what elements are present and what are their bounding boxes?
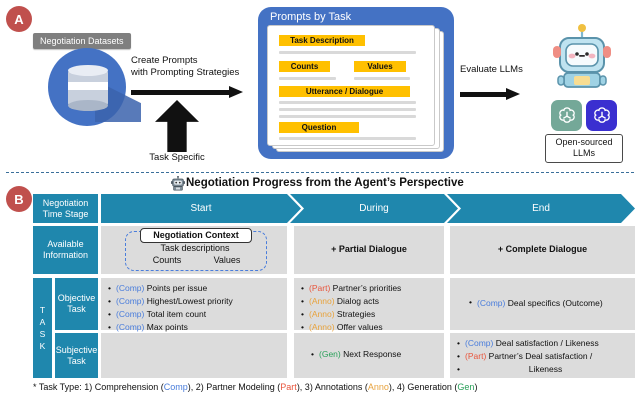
footnote-tag-part: Part xyxy=(280,382,297,392)
row-label-subjective-task: Subjective Task xyxy=(55,333,98,378)
negotiation-context-values: Values xyxy=(213,255,241,265)
dataset-label: Negotiation Datasets xyxy=(33,33,131,49)
cell-objective-end: (Comp) Deal specifics (Outcome) xyxy=(450,278,635,330)
prompt-field-values: Values xyxy=(354,61,406,72)
objective-start-list: (Comp) Points per issue (Comp) Highest/L… xyxy=(107,283,287,334)
prompt-field-task-description: Task Description xyxy=(279,35,365,46)
row-label-time-stage: Negotiation Time Stage xyxy=(33,194,98,223)
panel-b-badge: B xyxy=(6,186,32,212)
stage-header-during[interactable]: During xyxy=(290,194,458,223)
evaluate-llms-arrow-icon xyxy=(460,88,522,100)
cell-objective-during: (Part) Partner’s priorities (Anno) Dialo… xyxy=(294,278,444,333)
footnote-tag-comp: Comp xyxy=(163,382,188,392)
negotiation-context-counts: Counts xyxy=(152,255,182,265)
create-prompts-arrow-icon xyxy=(131,86,249,98)
list-item: (Comp) Total item count xyxy=(107,309,287,321)
open-sourced-llms-label: Open-sourced LLMs xyxy=(545,134,623,163)
panel-a-badge: A xyxy=(6,6,32,32)
create-prompts-line1: Create Prompts xyxy=(131,55,198,66)
cell-subjective-start xyxy=(101,333,287,378)
row-label-objective-l2: Task xyxy=(67,304,86,314)
cell-subjective-during: (Gen) Next Response xyxy=(294,333,444,378)
open-sourced-llms-line2: LLMs xyxy=(572,148,595,158)
footnote-tag-gen: Gen xyxy=(457,382,475,392)
subjective-during-list: (Gen) Next Response xyxy=(310,349,401,362)
row-label-objective-l1: Objective xyxy=(57,293,96,303)
panel-b-title: Negotiation Progress from the Agent’s Pe… xyxy=(186,177,464,189)
list-item: (Anno) Offer values xyxy=(300,322,444,334)
robot-icon xyxy=(553,24,611,88)
footnote: * Task Type: 1) Comprehension (Comp), 2)… xyxy=(33,382,478,392)
objective-end-list: (Comp) Deal specifics (Outcome) xyxy=(468,297,603,311)
row-label-available-l2: Information xyxy=(42,250,89,260)
stage-header-start[interactable]: Start xyxy=(101,194,301,223)
prompt-sheet-front[interactable]: Task Description Counts Values Utterance… xyxy=(267,25,435,146)
list-item: (Comp) Deal specifics (Outcome) xyxy=(468,297,603,310)
task-specific-caption: Task Specific xyxy=(149,152,205,163)
list-item: (Part) Partner’s Deal satisfaction / xyxy=(456,351,635,363)
cell-available-end: + Complete Dialogue xyxy=(450,226,635,274)
cell-objective-start: (Comp) Points per issue (Comp) Highest/L… xyxy=(101,278,287,333)
row-label-subjective-l2: Task xyxy=(67,355,86,366)
subjective-end-list: (Comp) Deal satisfaction / Likeness (Par… xyxy=(456,338,635,376)
list-item: (Comp) Max points xyxy=(107,322,287,334)
cell-available-start: Negotiation Context Task descriptions Co… xyxy=(101,226,287,274)
prompts-panel-title: Prompts by Task xyxy=(270,11,352,23)
row-label-available-l1: Available xyxy=(47,239,84,249)
list-item: (Part) Partner’s priorities xyxy=(300,283,444,295)
list-item: (Anno) Dialog acts xyxy=(300,296,444,308)
openai-logo-blue xyxy=(586,100,617,131)
prompt-field-question: Question xyxy=(279,122,359,133)
open-sourced-llms-line1: Open-sourced xyxy=(555,137,613,147)
create-prompts-caption: Create Prompts with Prompting Strategies xyxy=(131,55,249,79)
list-item: (Comp) Points per issue xyxy=(107,283,287,295)
objective-during-list: (Part) Partner’s priorities (Anno) Dialo… xyxy=(300,283,444,334)
row-label-time-stage-l1: Negotiation xyxy=(42,197,89,208)
task-specific-up-arrow-icon xyxy=(155,100,199,152)
list-item: (Gen) Next Response xyxy=(310,349,401,361)
robot-icon xyxy=(171,176,185,191)
row-label-objective-task: Objective Task xyxy=(55,278,98,330)
negotiation-context-title: Negotiation Context xyxy=(140,228,252,243)
row-label-available-information: Available Information xyxy=(33,226,98,274)
negotiation-context-task-descriptions: Task descriptions xyxy=(160,243,230,253)
prompt-field-utterance-dialogue: Utterance / Dialogue xyxy=(279,86,410,97)
create-prompts-line2: with Prompting Strategies xyxy=(131,67,240,78)
row-label-subjective-l1: Subjective xyxy=(55,344,98,355)
cell-available-during: + Partial Dialogue xyxy=(294,226,444,274)
list-item: (Comp) Deal satisfaction / Likeness xyxy=(456,338,635,350)
stage-header-end[interactable]: End xyxy=(447,194,635,223)
prompt-field-counts: Counts xyxy=(279,61,330,72)
database-cylinder-icon xyxy=(68,63,108,111)
panel-divider xyxy=(6,172,634,173)
list-item: (Comp) Highest/Lowest priority xyxy=(107,296,287,308)
list-item-continuation: Likeness xyxy=(456,364,635,376)
evaluate-llms-caption: Evaluate LLMs xyxy=(460,64,523,75)
openai-logo-teal xyxy=(551,100,582,131)
cell-subjective-end: (Comp) Deal satisfaction / Likeness (Par… xyxy=(450,333,635,378)
row-label-time-stage-l2: Time Stage xyxy=(42,208,89,219)
list-item: (Anno) Strategies xyxy=(300,309,444,321)
footnote-tag-anno: Anno xyxy=(367,382,389,392)
